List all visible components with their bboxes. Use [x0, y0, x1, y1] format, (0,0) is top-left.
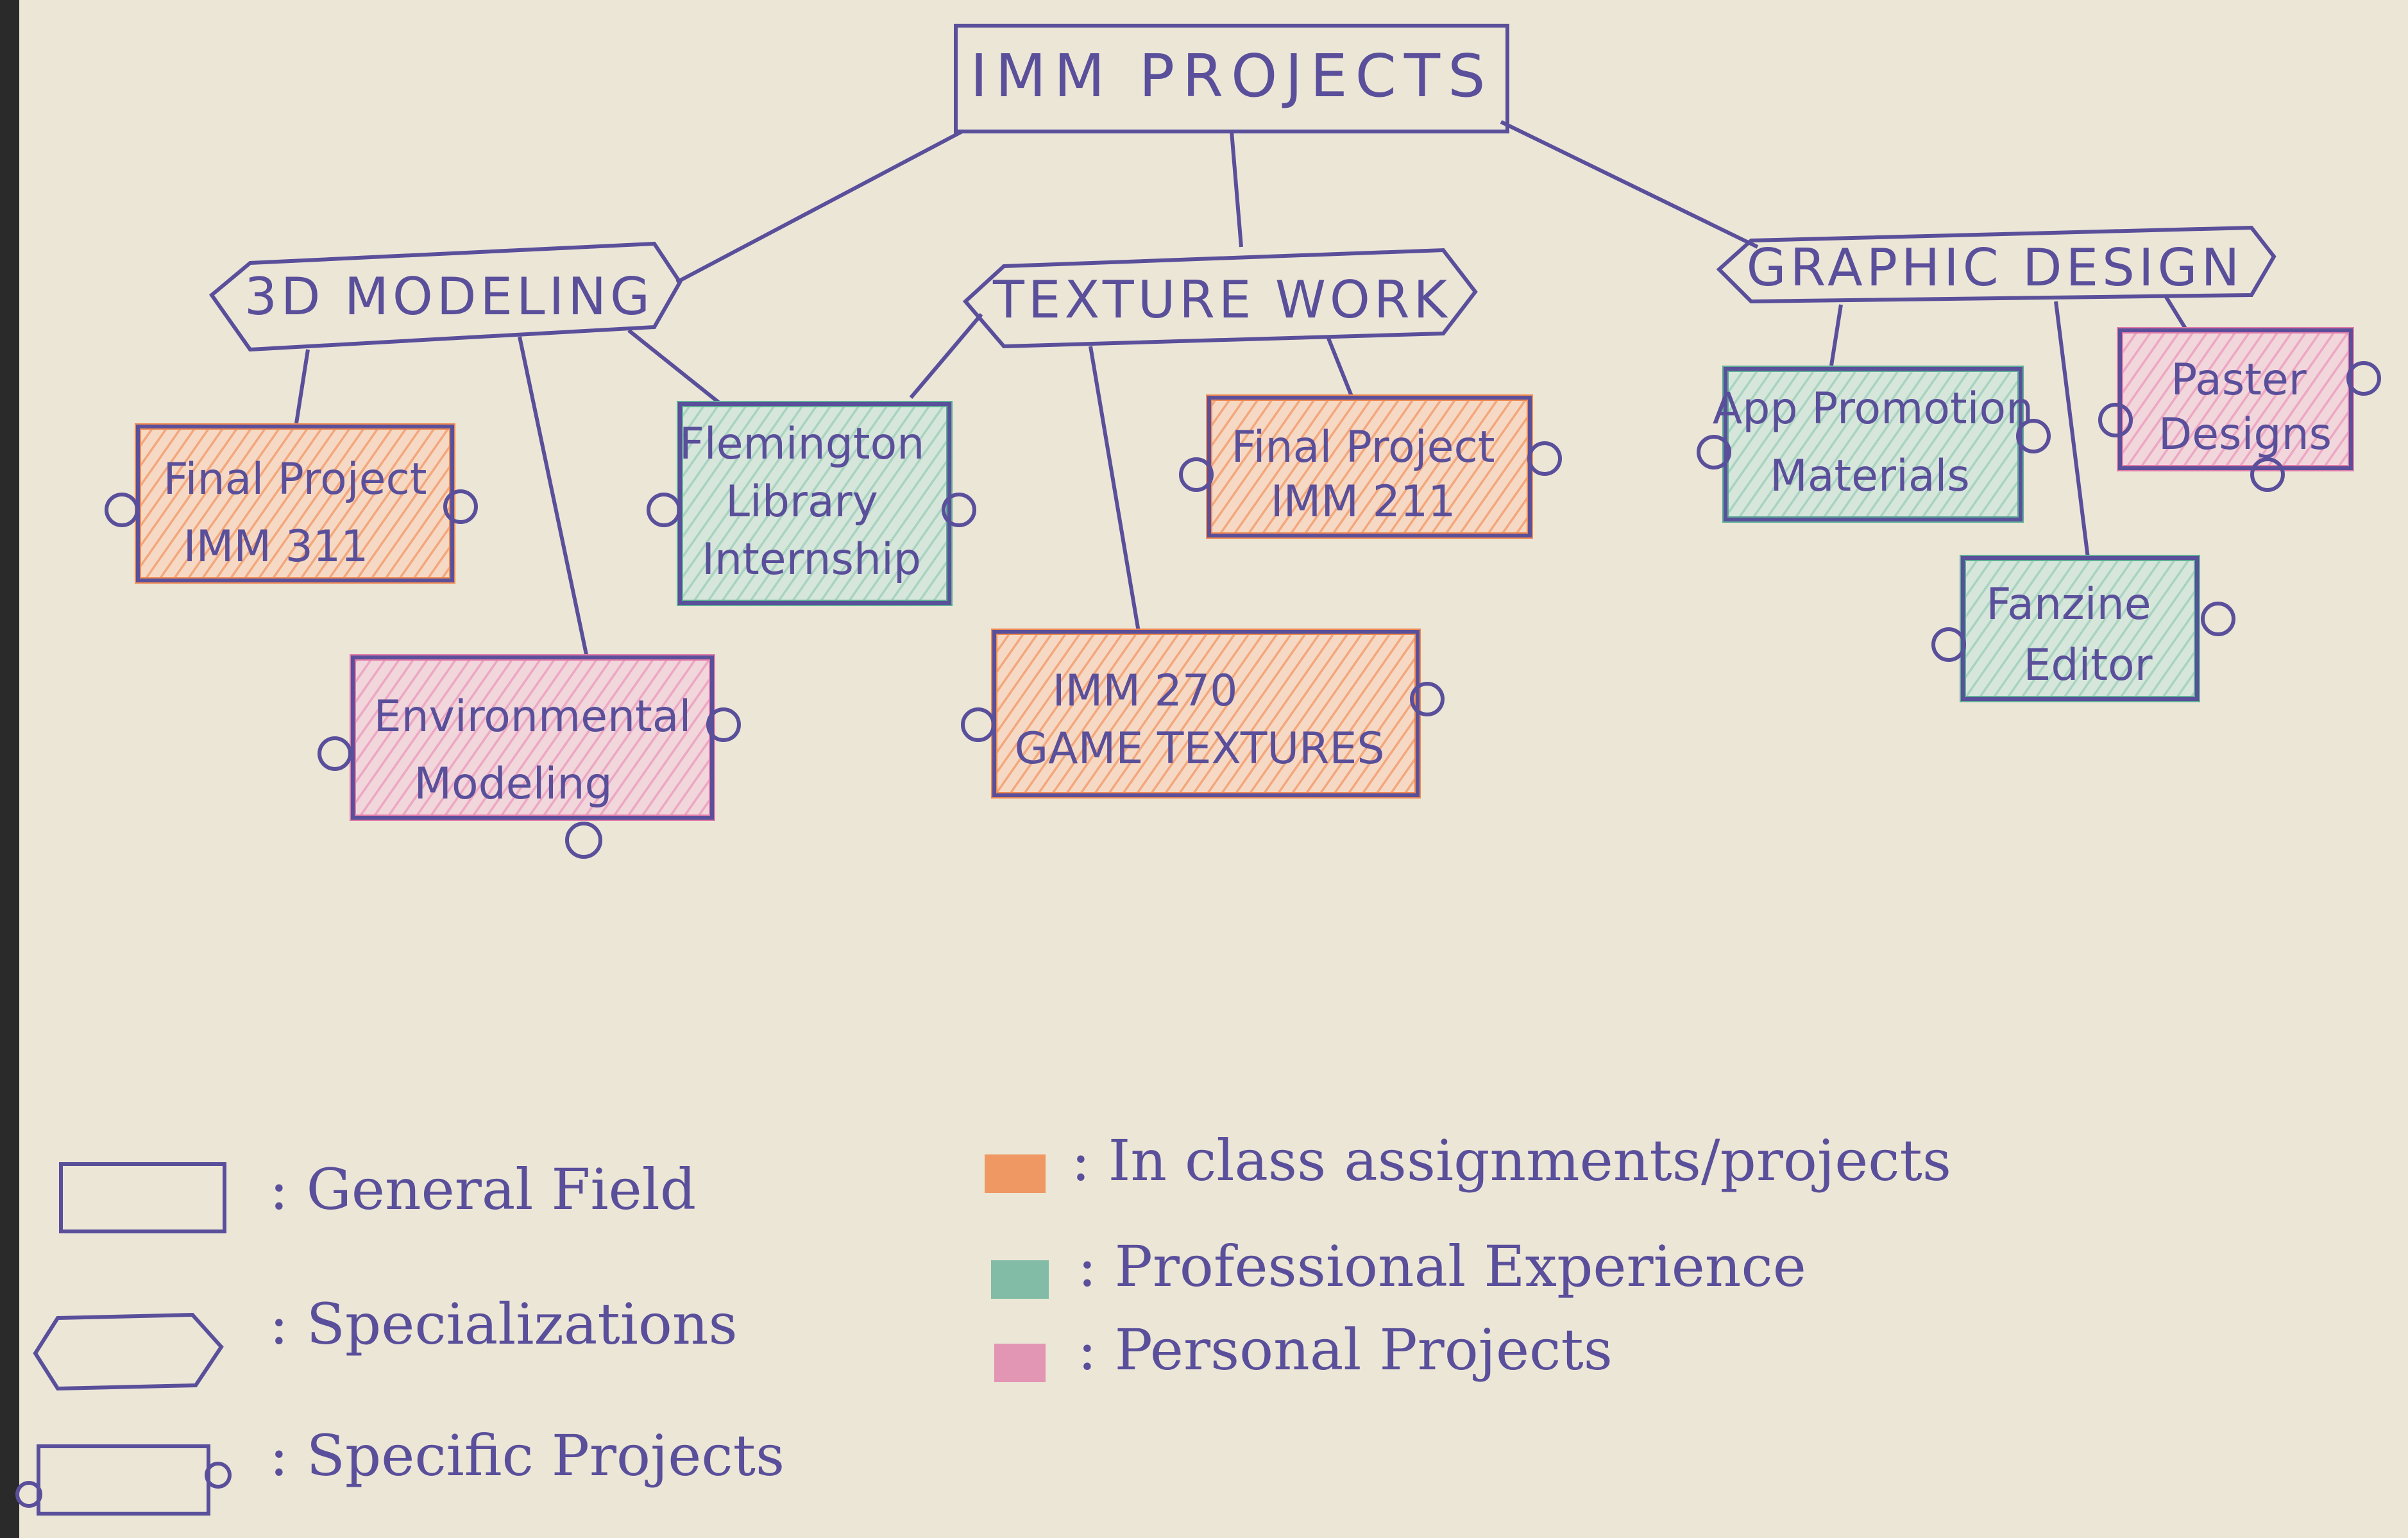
- project-line: Final Project: [1232, 422, 1495, 473]
- project-app-promotion-materials: App Promotion Materials: [1697, 366, 2051, 523]
- legend-in-class: : In class assignments/projects: [985, 1128, 1951, 1194]
- legend-green-swatch: [991, 1260, 1049, 1299]
- project-line: GAME TEXTURES: [1014, 723, 1384, 774]
- project-line: Paster: [2171, 355, 2307, 405]
- legend-orange-swatch: [985, 1154, 1046, 1193]
- legend-label: : Professional Experience: [1078, 1233, 1806, 1299]
- project-line: Designs: [2158, 409, 2332, 460]
- project-line: Flemington: [679, 419, 925, 469]
- project-line: Environmental: [374, 691, 691, 742]
- project-line: Final Project: [164, 454, 427, 505]
- legend-label: : General Field: [269, 1156, 696, 1222]
- project-line: IMM 270: [1053, 666, 1238, 716]
- paper-edge: [0, 0, 19, 1538]
- specialization-texture-work: TEXTURE WORK: [962, 248, 1478, 349]
- legend-rectangle-icon: [59, 1162, 226, 1233]
- specialization-label: GRAPHIC DESIGN: [1747, 238, 2244, 298]
- project-imm-270-game-textures: IMM 270 GAME TEXTURES: [961, 629, 1445, 799]
- project-flemington-library-internship: Flemington Library Internship: [647, 401, 976, 606]
- legend-label: : Personal Projects: [1078, 1317, 1613, 1383]
- legend-hexagon-icon: [33, 1312, 224, 1391]
- legend-pink-swatch: [994, 1344, 1046, 1382]
- root-label: IMM PROJECTS: [970, 42, 1493, 110]
- legend-connector-icon: [15, 1481, 42, 1508]
- specialization-graphic-design: GRAPHIC DESIGN: [1716, 225, 2277, 304]
- legend-label: : Specific Projects: [269, 1423, 784, 1489]
- project-fanzine-editor: Fanzine Editor: [1931, 555, 2235, 702]
- legend-personal: : Personal Projects: [994, 1317, 1613, 1383]
- project-line: Editor: [2023, 640, 2152, 691]
- legend-label: : Specializations: [269, 1291, 738, 1357]
- project-paster-designs: Paster Designs: [2098, 327, 2381, 492]
- specialization-label: 3D MODELING: [244, 267, 654, 326]
- project-line: Modeling: [414, 759, 612, 809]
- connector-lines: [294, 120, 2192, 658]
- project-environmental-modeling: Environmental Modeling: [318, 654, 741, 859]
- legend-project-box-icon: [37, 1444, 210, 1516]
- legend-shapes: : General Field : Specializations : Spec…: [15, 1156, 784, 1516]
- project-final-project-imm-211: Final Project IMM 211: [1179, 394, 1562, 539]
- project-line: Fanzine: [1986, 579, 2151, 630]
- project-line: IMM 311: [183, 521, 369, 572]
- legend-general-field: : General Field: [59, 1156, 696, 1233]
- legend-connector-icon: [205, 1462, 232, 1489]
- project-line: IMM 211: [1271, 477, 1456, 527]
- project-final-project-imm-311: Final Project IMM 311: [105, 423, 478, 584]
- root-node: IMM PROJECTS: [954, 24, 1509, 133]
- project-line: Materials: [1770, 451, 1970, 502]
- specialization-label: TEXTURE WORK: [992, 270, 1451, 330]
- legend-specific-projects: : Specific Projects: [15, 1423, 784, 1516]
- legend-colors: : In class assignments/projects : Profes…: [985, 1128, 1951, 1383]
- project-line: App Promotion: [1713, 384, 2033, 434]
- legend-professional: : Professional Experience: [991, 1233, 1806, 1299]
- specialization-3d-modeling: 3D MODELING: [208, 241, 683, 352]
- legend-specializations: : Specializations: [33, 1291, 738, 1391]
- project-line: Library: [725, 477, 878, 527]
- legend-label: : In class assignments/projects: [1071, 1128, 1951, 1194]
- project-line: Internship: [702, 534, 921, 585]
